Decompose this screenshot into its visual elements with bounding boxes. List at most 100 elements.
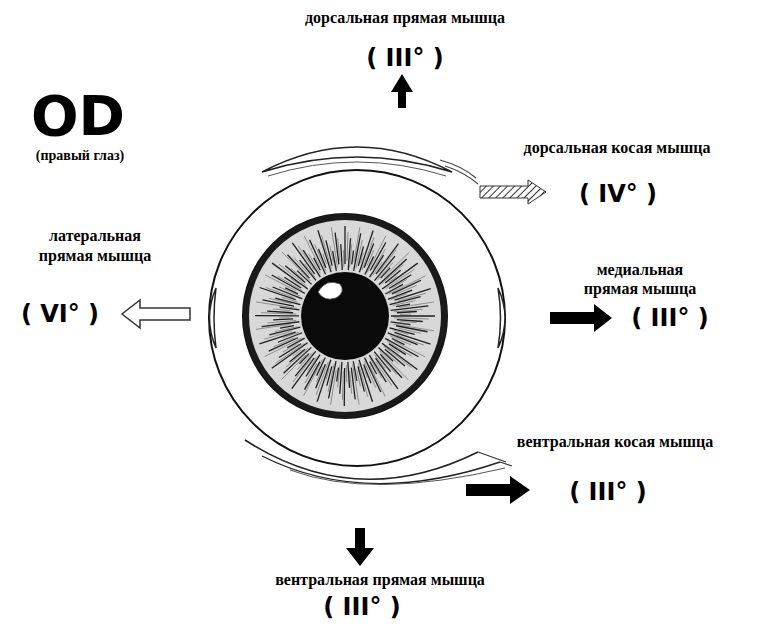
- iris-streak: [379, 250, 397, 273]
- iris-streak: [389, 328, 414, 335]
- eye-code: OD: [13, 86, 143, 146]
- oblique-tendon: [445, 166, 478, 184]
- iris-streak: [337, 368, 339, 382]
- iris-streak: [397, 311, 417, 312]
- direction-arrow: [550, 304, 612, 332]
- iris-streak: [348, 362, 350, 388]
- iris-streak: [273, 319, 293, 320]
- hatched-arrow: [480, 180, 546, 204]
- iris-streak: [344, 368, 346, 406]
- iris-streak: [267, 311, 293, 313]
- iris-streak: [317, 358, 326, 376]
- muscle-label: медиальная прямая мышца: [570, 260, 710, 298]
- iris-streak: [364, 361, 375, 388]
- iris-streak: [381, 357, 396, 374]
- pupil: [301, 272, 389, 360]
- iris-streak: [344, 226, 345, 264]
- iris-streak: [267, 320, 296, 323]
- muscle-edge: [268, 162, 446, 176]
- iris-streak: [370, 358, 382, 378]
- iris-streak: [351, 368, 355, 400]
- iris-streaks: [255, 226, 435, 406]
- iris-streak: [362, 237, 374, 270]
- direction-arrow: [391, 74, 413, 108]
- iris-streak: [298, 246, 314, 270]
- iris-streak: [391, 306, 429, 311]
- iris-streak: [347, 232, 348, 261]
- iris-streak: [341, 244, 343, 270]
- iris-streak: [284, 347, 312, 373]
- muscle-label: вентральная прямая мышца: [200, 570, 560, 590]
- direction-arrow: [466, 476, 530, 504]
- muscle-label: вентральная косая мышца: [480, 432, 750, 452]
- iris-rim: [246, 217, 444, 415]
- iris-streak: [400, 321, 417, 323]
- iris-streak: [346, 365, 347, 382]
- iris-streak: [273, 287, 303, 299]
- nerve-number: ( III° ): [615, 304, 725, 332]
- eye-caption: (правый глаз): [5, 147, 155, 165]
- iris-streak: [352, 251, 354, 265]
- iris-streak: [262, 322, 300, 327]
- iris-streak: [391, 315, 435, 316]
- iris-streak: [374, 352, 390, 372]
- lateral-muscle: [210, 288, 217, 348]
- iris-streak: [394, 318, 429, 319]
- iris-streak: [350, 371, 352, 394]
- iris-streak: [278, 276, 303, 291]
- nerve-number: ( IV° ): [558, 180, 678, 208]
- iris-streak: [280, 326, 294, 329]
- iris-streak: [259, 332, 295, 344]
- ventral-muscle: [245, 440, 478, 479]
- muscle-label: дорсальная прямая мышца: [245, 8, 565, 28]
- iris-streak: [279, 287, 300, 296]
- iris-streak: [338, 238, 340, 261]
- medial-muscle: [498, 288, 505, 348]
- iris-streak: [398, 293, 426, 301]
- iris-streak: [380, 351, 409, 380]
- iris-streak: [273, 309, 290, 311]
- iris-streak: [285, 266, 305, 283]
- iris-streak: [335, 233, 339, 265]
- iris-streak: [390, 297, 421, 305]
- ventral-muscle: [290, 468, 505, 485]
- iris-streak: [394, 309, 423, 311]
- iris-streak: [338, 365, 340, 388]
- sclera: [209, 170, 505, 466]
- nerve-number: ( VI° ): [5, 300, 115, 328]
- iris-streak: [322, 235, 332, 269]
- iris-streak: [389, 344, 406, 355]
- iris-streak: [290, 349, 305, 362]
- iris-streak: [400, 314, 411, 315]
- dorsal-muscle: [262, 147, 452, 172]
- iris-streak: [279, 317, 290, 318]
- highlight: [318, 282, 342, 299]
- iris-streak: [358, 363, 367, 397]
- iris-streak: [365, 358, 381, 392]
- open-arrow: [122, 300, 190, 328]
- nerve-number: ( III° ): [302, 594, 422, 620]
- nerve-number: ( III° ): [553, 478, 663, 506]
- iris-streak: [283, 344, 298, 353]
- iris-streak: [390, 336, 411, 345]
- eyeball: [209, 147, 512, 485]
- nerve-number: ( III° ): [345, 44, 465, 72]
- iris-streak: [385, 349, 405, 366]
- iris-streak: [342, 371, 344, 400]
- iris-streak: [364, 364, 371, 383]
- iris-streak: [275, 298, 300, 304]
- iris-streak: [382, 263, 418, 289]
- oblique-tendon: [478, 452, 512, 466]
- muscle-label: дорсальная косая мышца: [482, 138, 752, 158]
- iris-streak: [399, 302, 434, 307]
- iris-streak: [299, 354, 309, 364]
- ventral-muscle: [262, 456, 500, 484]
- muscle-label: латеральная прямая мышца: [25, 226, 165, 266]
- iris-streak: [359, 231, 373, 273]
- iris: [243, 214, 447, 418]
- iris-streak: [357, 370, 361, 387]
- iris-streak: [255, 315, 299, 316]
- direction-arrow: [346, 528, 374, 566]
- iris-streak: [300, 260, 316, 280]
